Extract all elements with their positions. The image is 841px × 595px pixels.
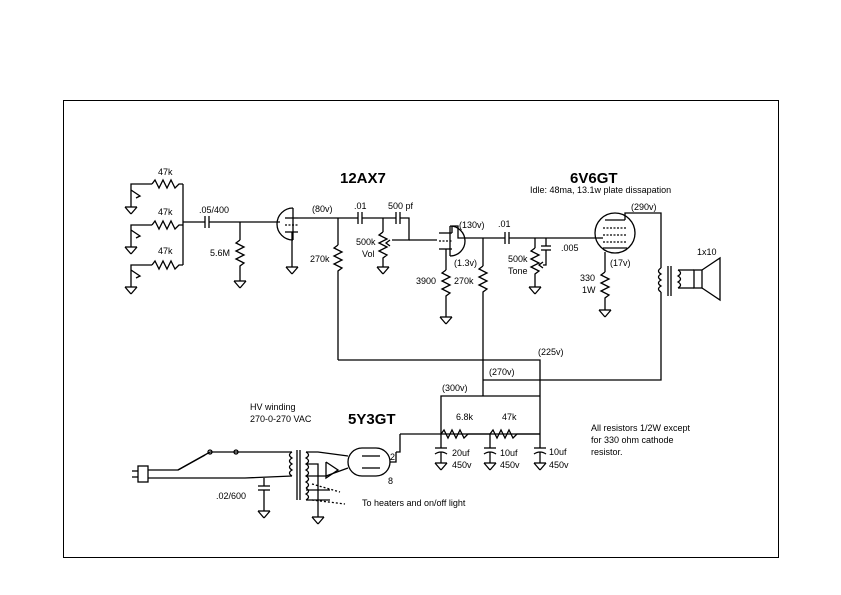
power-plate-voltage: (290v) (631, 202, 657, 212)
note-line-1: All resistors 1/2W except (591, 423, 691, 433)
coupling-capacitor-2 (504, 232, 510, 244)
input-resistor-3 (151, 259, 183, 271)
idle-note: Idle: 48ma, 13.1w plate dissapation (530, 185, 671, 195)
filter-capacitor-2 (483, 434, 497, 471)
rectifier-tube-label: 5Y3GT (348, 411, 396, 428)
filter-cap-3-value: 10uf (549, 447, 567, 457)
cathode-resistor-2-watt: 1W (582, 285, 596, 295)
preamp-tube-v1a (276, 207, 315, 262)
dropping-resistor-2 (489, 428, 540, 440)
hv-winding-label-1: HV winding (250, 402, 296, 412)
volume-pot-label: 500k (356, 237, 376, 247)
power-switch (207, 449, 239, 455)
cathode-resistor-2 (599, 271, 611, 305)
dropping-resistor-2-label: 47k (502, 412, 517, 422)
filter-capacitor-1 (434, 434, 448, 471)
diagram-frame (63, 100, 779, 558)
plate-resistor-2-label: 270k (454, 276, 474, 286)
grid-resistor (234, 239, 246, 276)
power-tube-label: 6V6GT (570, 170, 618, 187)
plate-resistor-1-label: 270k (310, 254, 330, 264)
filter-capacitor-3 (533, 434, 547, 471)
bright-capacitor-label: 500 pf (388, 201, 414, 211)
tone-pot-label: 500k (508, 254, 528, 264)
node-300-voltage: (300v) (442, 383, 468, 393)
node-270-voltage: (270v) (489, 367, 515, 377)
filter-cap-1-value: 20uf (452, 448, 470, 458)
input-resistor-2-label: 47k (158, 207, 173, 217)
cathode-resistor-2-label: 330 (580, 273, 595, 283)
line-capacitor (258, 485, 270, 491)
heaters-label: To heaters and on/off light (362, 498, 466, 508)
input-jack-3 (124, 264, 152, 295)
power-cathode-voltage: (17v) (610, 258, 631, 268)
coupling-capacitor-2-label: .01 (498, 219, 511, 229)
v2-cathode-voltage: (1.3v) (454, 258, 477, 268)
note-line-2: for 330 ohm cathode (591, 435, 674, 445)
preamp-tube-label: 12AX7 (340, 170, 386, 187)
rectifier-tube (347, 447, 397, 477)
power-transformer (288, 450, 349, 512)
dropping-resistor-1 (440, 428, 490, 440)
dropping-resistor-1-label: 6.8k (456, 412, 474, 422)
output-transformer (657, 266, 694, 296)
bright-capacitor (395, 212, 401, 224)
v1-plate-voltage: (80v) (312, 204, 333, 214)
plate-resistor-1 (332, 244, 344, 360)
grid-resistor-label: 5.6M (210, 248, 230, 258)
tone-pot (529, 247, 541, 282)
power-tube (594, 212, 646, 254)
coupling-capacitor-1-label: .01 (354, 201, 367, 211)
cathode-resistor-1 (440, 269, 452, 312)
note-line-3: resistor. (591, 447, 623, 457)
input-resistor-3-label: 47k (158, 246, 173, 256)
filter-cap-1-voltage: 450v (452, 460, 472, 470)
input-resistor-2 (151, 219, 183, 231)
plate-resistor-2 (477, 265, 489, 380)
tone-capacitor-label: .005 (561, 243, 579, 253)
coupling-capacitor-1 (357, 212, 363, 224)
rectifier-pin-2: 2 (390, 452, 395, 462)
input-resistor-1 (151, 178, 183, 190)
line-capacitor-label: .02/600 (216, 491, 246, 501)
node-225-voltage: (225v) (538, 347, 564, 357)
volume-label: Vol (362, 249, 375, 259)
tone-capacitor (541, 245, 551, 251)
tone-label: Tone (508, 266, 528, 276)
ac-plug (132, 465, 149, 483)
input-jack-1 (124, 183, 152, 215)
input-jack-2 (124, 224, 152, 255)
volume-pot (377, 231, 389, 262)
filter-cap-3-voltage: 450v (549, 460, 569, 470)
input-resistor-1-label: 47k (158, 167, 173, 177)
input-capacitor-label: .05/400 (199, 205, 229, 215)
v2-plate-voltage: (130v) (459, 220, 485, 230)
filter-cap-2-value: 10uf (500, 448, 518, 458)
filter-cap-2-voltage: 450v (500, 460, 520, 470)
input-capacitor (204, 216, 210, 228)
speaker (693, 256, 721, 302)
hv-winding-label-2: 270-0-270 VAC (250, 414, 312, 424)
cathode-resistor-1-label: 3900 (416, 276, 436, 286)
rectifier-pin-8: 8 (388, 476, 393, 486)
speaker-label: 1x10 (697, 247, 717, 257)
